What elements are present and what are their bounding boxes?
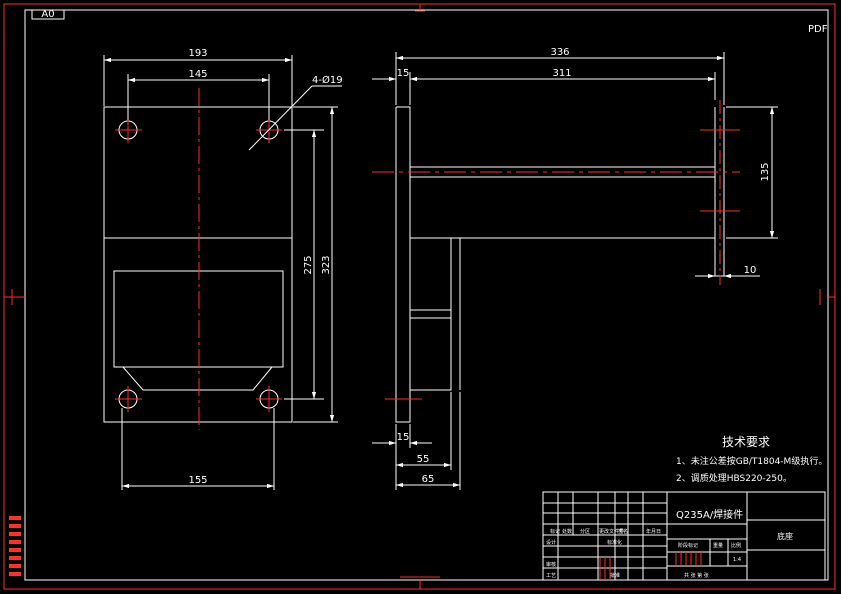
sheet-code-box: [31, 9, 65, 20]
side-centerlines: [372, 100, 740, 400]
centerlines: [115, 88, 282, 430]
side-view: 336 311 15 135 10 15 55 65: [372, 47, 778, 490]
dim-336: 336: [550, 47, 569, 58]
dim-275: 275: [303, 255, 314, 274]
tb-standard: 标准化: [607, 539, 622, 546]
dim-15-bottom: 15: [397, 432, 410, 443]
tb-count: 处数: [562, 528, 572, 535]
tb-date: 年月日: [646, 528, 661, 535]
front-dimensions: 193 145 4-Ø19 275 323 155: [103, 48, 343, 490]
front-view: 193 145 4-Ø19 275 323 155: [103, 48, 343, 490]
left-strip-marks: [9, 516, 21, 576]
dim-65: 65: [422, 474, 435, 485]
tb-ratio: 比例: [731, 542, 741, 549]
tb-process: 工艺: [546, 573, 556, 579]
tb-stage: 阶段标记: [678, 542, 698, 549]
dim-311: 311: [552, 68, 571, 79]
tb-approve: 批准: [610, 572, 620, 579]
notes-line-2: 2、调质处理HBS220-250。: [676, 472, 792, 484]
dim-55: 55: [417, 454, 430, 465]
dim-135: 135: [760, 162, 771, 181]
tb-change-doc: 更改文件号: [599, 528, 624, 535]
revision-marks: [599, 552, 702, 580]
sheet-border: A0 PDF: [3, 3, 836, 590]
dim-15-top: 15: [397, 68, 410, 79]
tb-scale: 1:4: [733, 557, 741, 563]
dim-holes: 4-Ø19: [312, 74, 343, 86]
tb-sheets: 共 张 第 张: [684, 572, 709, 579]
dim-10: 10: [744, 265, 757, 276]
notes-title: 技术要求: [722, 435, 770, 449]
tb-mark: 标记: [550, 528, 560, 535]
tb-material: Q235A/焊接件: [676, 508, 743, 521]
dim-145: 145: [188, 69, 207, 80]
dim-323: 323: [321, 255, 332, 274]
tb-design: 设计: [546, 539, 556, 546]
dim-155: 155: [188, 475, 207, 486]
tb-review: 审核: [546, 561, 556, 568]
dim-193: 193: [188, 48, 207, 59]
tb-zone: 分区: [580, 528, 590, 535]
tb-weight: 重量: [713, 542, 723, 549]
tb-sign: 签名: [618, 528, 628, 535]
side-dimensions: 336 311 15 135 10 15 55 65: [372, 47, 778, 490]
notes-line-1: 1、未注公差按GB/T1804-M级执行。: [676, 455, 827, 467]
centring-marks: [4, 4, 835, 589]
tb-part-name: 底座: [777, 531, 793, 541]
sheet-code: A0: [41, 9, 54, 20]
technical-notes: 技术要求 1、未注公差按GB/T1804-M级执行。 2、调质处理HBS220-…: [676, 435, 827, 484]
corner-mark: PDF: [808, 24, 828, 35]
title-block: 标记 处数 分区 更改文件号 签名 年月日 设计 标准化 审核 工艺 批准 阶段…: [542, 491, 826, 581]
front-outline: [103, 106, 293, 423]
